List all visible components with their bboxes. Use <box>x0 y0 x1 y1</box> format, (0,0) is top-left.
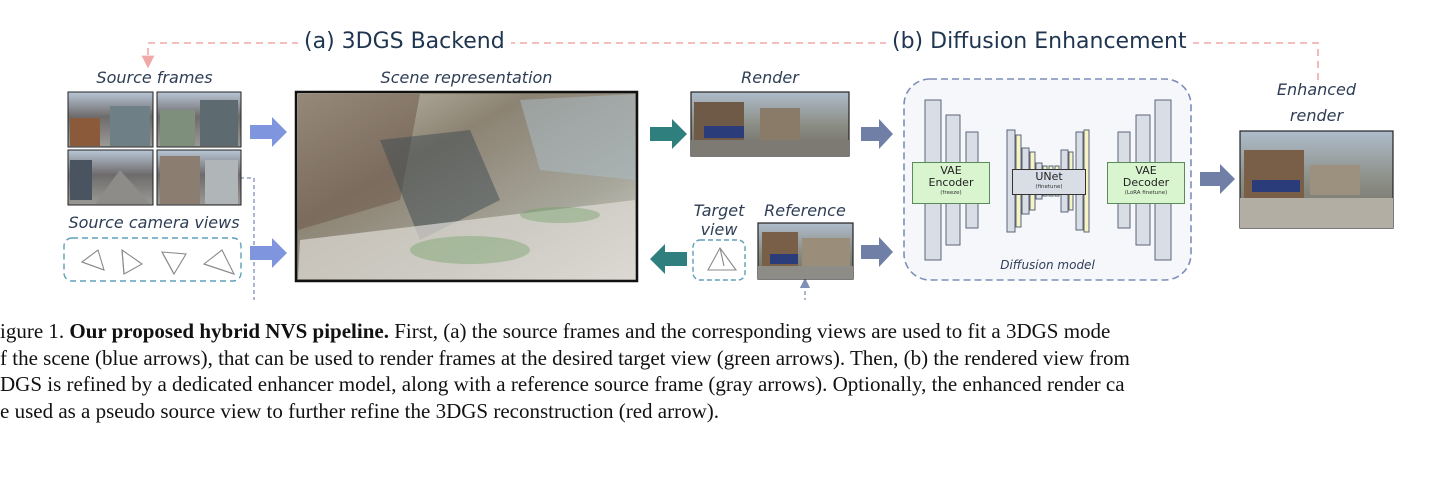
target-view-panel <box>692 239 746 281</box>
caption-prefix: igure 1. <box>0 319 70 343</box>
unet-tag: UNet (finetune) <box>1012 169 1086 195</box>
gray-arrow-1 <box>861 119 893 149</box>
camera-frustum-icons <box>80 248 236 276</box>
gray-reference-arrow <box>240 177 255 300</box>
label-enhanced-render-2: render <box>1289 106 1344 125</box>
vae-decoder-note: (LoRA finetune) <box>1124 190 1168 197</box>
vae-encoder-line2: Encoder <box>928 176 974 190</box>
label-scene-representation: Scene representation <box>380 68 553 87</box>
caption-line-1: igure 1. Our proposed hybrid NVS pipelin… <box>0 318 1456 345</box>
vae-decoder-tag: VAE Decoder (LoRA finetune) <box>1107 162 1185 204</box>
unet-line1: UNet <box>1035 170 1063 183</box>
caption-bold-title: Our proposed hybrid NVS pipeline. <box>69 319 389 343</box>
section-title-a: (a) 3DGS Backend <box>298 29 511 54</box>
caption-line-4: e used as a pseudo source view to furthe… <box>0 398 719 423</box>
caption-line-2: f the scene (blue arrows), that can be u… <box>0 345 1130 370</box>
unet-note: (finetune) <box>1035 184 1063 191</box>
figure-graphics <box>63 42 1394 300</box>
blue-arrow-1 <box>250 117 287 147</box>
vae-encoder-tag: VAE Encoder (freeze) <box>912 162 990 204</box>
gray-arrow-2 <box>861 237 893 267</box>
green-arrow-2 <box>650 244 687 274</box>
figure-caption: igure 1. Our proposed hybrid NVS pipelin… <box>0 318 1456 424</box>
label-render: Render <box>741 68 799 87</box>
green-arrow-1 <box>650 119 687 149</box>
vae-decoder-line1: VAE <box>1135 164 1157 177</box>
section-title-b: (b) Diffusion Enhancement <box>886 29 1193 54</box>
reference-image <box>757 222 854 280</box>
caption-line-3: DGS is refined by a dedicated enhancer m… <box>0 372 1125 396</box>
label-target-view-1: Target <box>693 201 745 220</box>
gray-arrow-3 <box>1200 164 1235 194</box>
red-feedback-arrow <box>141 42 1319 80</box>
render-image <box>690 91 850 157</box>
source-frames-images <box>67 91 242 206</box>
enhanced-render-image <box>1239 130 1394 229</box>
caption-line-1-rest: First, (a) the source frames and the cor… <box>388 319 1111 343</box>
label-diffusion-model: Diffusion model <box>1000 258 1095 272</box>
label-source-frames: Source frames <box>96 68 213 87</box>
vae-encoder-line1: VAE <box>940 164 962 177</box>
label-enhanced-render-1: Enhanced <box>1276 80 1357 99</box>
blue-arrow-2 <box>250 238 287 268</box>
vae-encoder-note: (freeze) <box>940 190 962 197</box>
label-target-view-2: view <box>700 220 738 239</box>
vae-decoder-line2: Decoder <box>1122 176 1170 190</box>
scene-representation-image <box>294 90 639 283</box>
label-source-camera-views: Source camera views <box>68 213 240 232</box>
target-camera-icon <box>707 246 738 271</box>
figure: (a) 3DGS Backend (b) Diffusion Enhanceme… <box>63 29 1394 300</box>
camera-views-panel <box>63 237 242 282</box>
label-reference: Reference <box>764 201 846 220</box>
